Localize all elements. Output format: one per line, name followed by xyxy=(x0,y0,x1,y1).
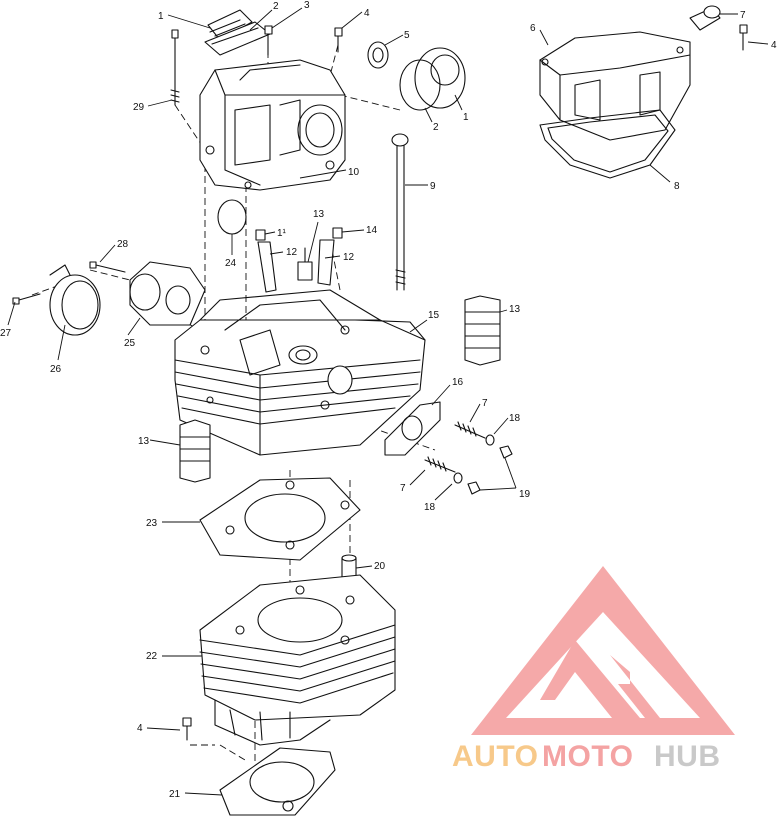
callout-19: 19 xyxy=(519,489,531,500)
valve-cover xyxy=(539,31,691,141)
part-13-block-left xyxy=(179,419,211,483)
callout-11: 1¹ xyxy=(277,228,287,239)
part-1-right-cap xyxy=(414,47,466,109)
callout-15: 15 xyxy=(428,310,440,321)
leader-lines xyxy=(7,7,769,796)
part-21-base-gasket xyxy=(219,747,336,816)
callout-13-right: 13 xyxy=(509,304,521,315)
callout-1: 1 xyxy=(158,11,164,22)
callout-9: 9 xyxy=(430,181,436,192)
rocker-housing xyxy=(199,59,346,191)
callout-8: 8 xyxy=(674,181,680,192)
callout-23: 23 xyxy=(146,518,158,529)
callout-27: 27 xyxy=(0,328,12,339)
callout-20: 20 xyxy=(374,561,386,572)
callout-18-lower: 18 xyxy=(424,502,436,513)
part-25-manifold xyxy=(129,261,206,326)
callout-14: 14 xyxy=(366,225,378,236)
callout-5: 5 xyxy=(404,30,410,41)
callout-12-right: 12 xyxy=(343,252,355,263)
callout-13-top: 13 xyxy=(313,209,325,220)
exhaust-studs xyxy=(424,421,513,495)
watermark-auto: AUTO xyxy=(452,740,538,773)
callout-18-upper: 18 xyxy=(509,413,521,424)
part-23-head-gasket xyxy=(199,477,361,561)
watermark-logo xyxy=(471,566,735,735)
callout-22: 22 xyxy=(146,651,158,662)
callout-6: 6 xyxy=(530,23,536,34)
callout-3: 3 xyxy=(304,0,310,11)
part-27-screw xyxy=(12,293,41,305)
part-13-block-right xyxy=(464,295,501,366)
part-1-cap xyxy=(207,9,253,41)
part-4-bolt-top xyxy=(334,27,343,53)
part-29-stud xyxy=(170,29,180,106)
part-4-bolt-right xyxy=(739,24,748,51)
part-20-dowel xyxy=(341,554,357,579)
part-4-bolt-lower xyxy=(182,717,192,741)
part-28-screw xyxy=(89,261,126,273)
callout-26: 26 xyxy=(50,364,62,375)
part-24-plug xyxy=(217,199,247,235)
callout-numbers: 1 2 3 4 5 1 2 6 7 4 8 29 10 9 24 1¹ 14 1… xyxy=(0,0,777,800)
callout-4-right: 4 xyxy=(771,40,777,51)
part-9-stud xyxy=(391,133,409,291)
part-26-clamp xyxy=(49,264,101,336)
watermark-moto: MOTO xyxy=(542,740,633,773)
cylinder-head xyxy=(174,289,426,456)
part-2-oring-right xyxy=(399,59,441,111)
callout-2-right: 2 xyxy=(433,122,439,133)
part-7-breather xyxy=(689,5,721,31)
callout-4: 4 xyxy=(364,8,370,19)
part-5-plug xyxy=(367,41,389,69)
part-22-cylinder xyxy=(199,574,396,746)
valve-guides xyxy=(255,227,343,293)
callout-21: 21 xyxy=(169,789,181,800)
callout-25: 25 xyxy=(124,338,136,349)
callout-17-upper: 7 xyxy=(482,398,488,409)
callout-24: 24 xyxy=(225,258,237,269)
callout-2: 2 xyxy=(273,1,279,12)
callout-28: 28 xyxy=(117,239,129,250)
watermark-hub: HUB xyxy=(654,740,721,773)
part-16-gasket xyxy=(384,401,441,456)
callout-1-right: 1 xyxy=(463,112,469,123)
callout-10: 10 xyxy=(348,167,360,178)
callout-17-lower: 7 xyxy=(400,483,406,494)
callout-4-lower: 4 xyxy=(137,723,143,734)
watermark-text: AUTO MOTO HUB xyxy=(452,740,721,773)
part-3-bolt xyxy=(264,25,273,56)
callout-13-left: 13 xyxy=(138,436,150,447)
callout-12-left: 12 xyxy=(286,247,298,258)
callout-16: 16 xyxy=(452,377,464,388)
callout-7-top: 7 xyxy=(740,10,746,21)
callout-29: 29 xyxy=(133,102,145,113)
